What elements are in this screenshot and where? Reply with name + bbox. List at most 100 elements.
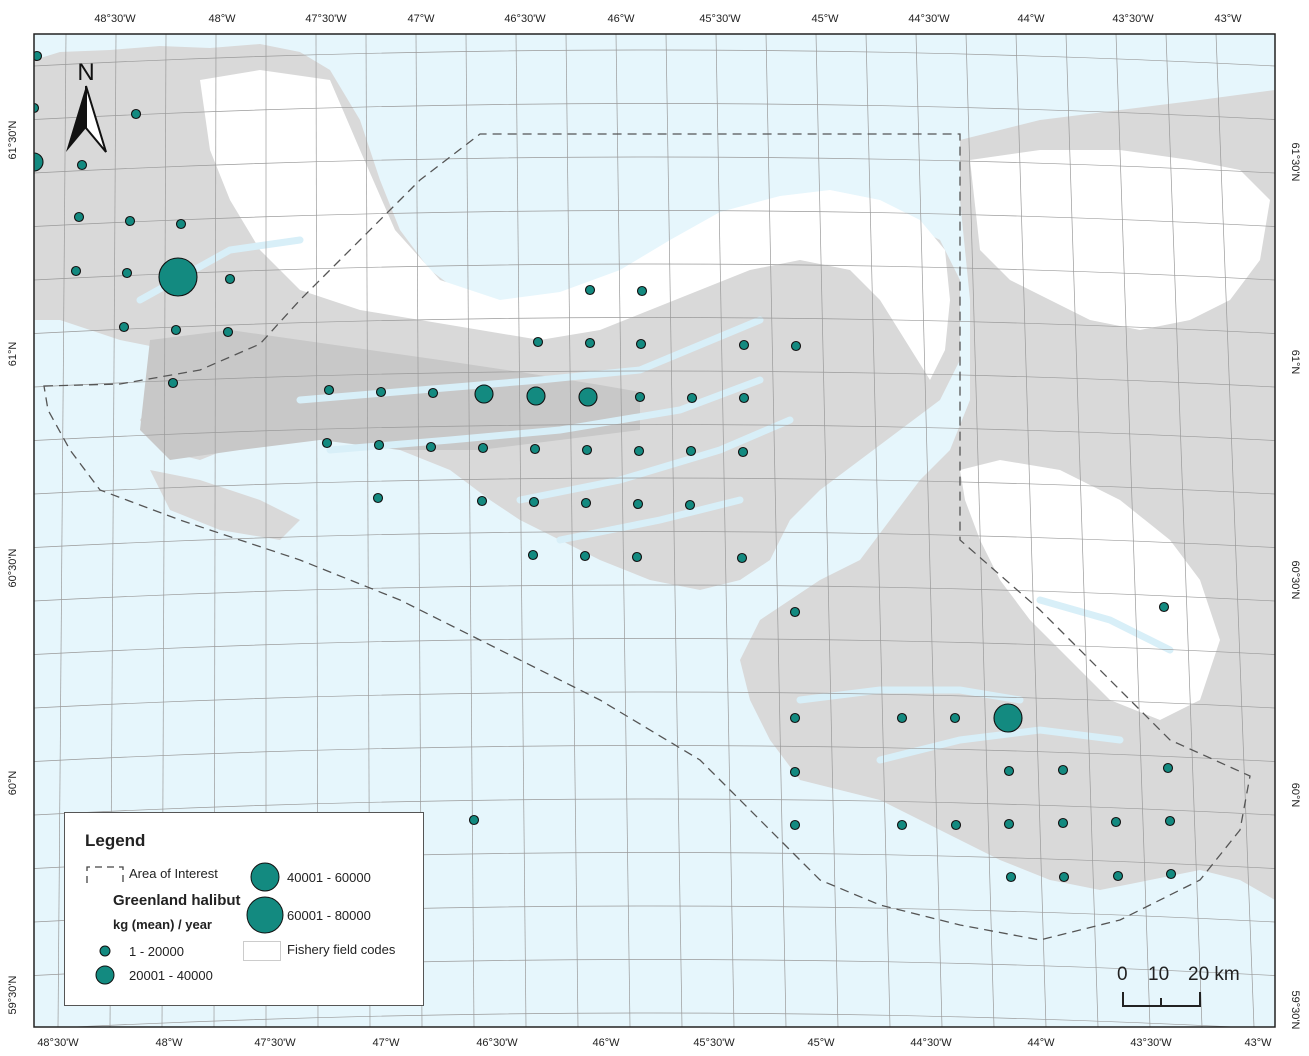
catch-marker[interactable] <box>321 437 333 449</box>
catch-marker[interactable] <box>1058 871 1070 883</box>
catch-marker[interactable] <box>170 324 182 336</box>
catch-marker[interactable] <box>1003 765 1015 777</box>
catch-marker[interactable] <box>1057 817 1069 829</box>
lon-label-top: 43°30'W <box>1112 13 1154 25</box>
catch-marker[interactable] <box>631 551 643 563</box>
catch-marker[interactable] <box>896 712 908 724</box>
catch-marker[interactable] <box>949 712 961 724</box>
lon-label-bottom: 48°W <box>155 1037 183 1049</box>
catch-marker[interactable] <box>584 337 596 349</box>
catch-marker[interactable] <box>1112 870 1124 882</box>
catch-marker[interactable] <box>1005 871 1017 883</box>
catch-marker[interactable] <box>584 284 596 296</box>
legend-class-1: 1 - 20000 <box>129 944 184 959</box>
catch-marker[interactable] <box>578 387 598 407</box>
catch-marker[interactable] <box>1158 601 1170 613</box>
catch-marker[interactable] <box>167 377 179 389</box>
legend-class-2: 20001 - 40000 <box>129 968 213 983</box>
catch-marker[interactable] <box>76 159 88 171</box>
catch-marker[interactable] <box>633 445 645 457</box>
catch-marker[interactable] <box>175 218 187 230</box>
area-of-interest <box>43 133 1251 941</box>
lon-label-bottom: 45°30'W <box>693 1037 735 1049</box>
catch-marker[interactable] <box>529 443 541 455</box>
catch-marker[interactable] <box>737 446 749 458</box>
catch-marker[interactable] <box>130 108 142 120</box>
catch-marker[interactable] <box>581 444 593 456</box>
catch-marker[interactable] <box>789 819 801 831</box>
catch-marker[interactable] <box>1165 868 1177 880</box>
catch-marker[interactable] <box>1162 762 1174 774</box>
catch-marker[interactable] <box>790 340 802 352</box>
catch-marker[interactable] <box>532 336 544 348</box>
catch-marker[interactable] <box>789 712 801 724</box>
catch-marker[interactable] <box>789 606 801 618</box>
catch-marker[interactable] <box>636 285 648 297</box>
legend-class-3: 40001 - 60000 <box>287 870 371 885</box>
legend: Legend Area of Interest Greenland halibu… <box>64 812 424 1006</box>
catch-marker[interactable] <box>993 703 1023 733</box>
catch-marker[interactable] <box>70 265 82 277</box>
catch-marker[interactable] <box>427 387 439 399</box>
catch-marker[interactable] <box>468 814 480 826</box>
lon-label-top: 48°W <box>208 13 236 25</box>
field-codes-symbol <box>243 941 281 961</box>
catch-marker[interactable] <box>738 392 750 404</box>
catch-marker[interactable] <box>684 499 696 511</box>
catch-marker[interactable] <box>372 492 384 504</box>
map-frame <box>33 33 1276 1028</box>
catch-marker[interactable] <box>425 441 437 453</box>
catch-marker[interactable] <box>224 273 236 285</box>
legend-field-codes-label: Fishery field codes <box>287 942 396 957</box>
lat-label-left: 59°30'N <box>7 975 19 1014</box>
catch-marker[interactable] <box>526 386 546 406</box>
catch-marker[interactable] <box>323 384 335 396</box>
catch-marker[interactable] <box>73 211 85 223</box>
catch-marker[interactable] <box>121 267 133 279</box>
legend-unit: kg (mean) / year <box>113 917 212 932</box>
catch-marker[interactable] <box>373 439 385 451</box>
catch-marker[interactable] <box>896 819 908 831</box>
lat-label-right: 60°30'N <box>1289 561 1301 600</box>
scale-label-10: 10 <box>1148 964 1170 985</box>
catch-marker[interactable] <box>33 50 43 62</box>
catch-marker[interactable] <box>632 498 644 510</box>
catch-marker[interactable] <box>476 495 488 507</box>
lon-label-bottom: 43°30'W <box>1130 1037 1172 1049</box>
catch-marker[interactable] <box>527 549 539 561</box>
aoi-symbol <box>86 866 124 883</box>
legend-aoi-label: Area of Interest <box>129 866 218 881</box>
catch-marker[interactable] <box>158 257 198 297</box>
lat-label-right: 59°30'N <box>1289 991 1301 1030</box>
catch-marker[interactable] <box>579 550 591 562</box>
lon-label-top: 44°30'W <box>908 13 950 25</box>
catch-marker[interactable] <box>1164 815 1176 827</box>
catch-marker[interactable] <box>685 445 697 457</box>
catch-marker[interactable] <box>474 384 494 404</box>
scale-label-0: 0 <box>1117 964 1128 985</box>
catch-marker[interactable] <box>375 386 387 398</box>
catch-marker[interactable] <box>118 321 130 333</box>
catch-marker[interactable] <box>950 819 962 831</box>
catch-marker[interactable] <box>25 152 44 172</box>
catch-marker[interactable] <box>634 391 646 403</box>
lon-label-top: 44°W <box>1017 13 1045 25</box>
catch-marker[interactable] <box>789 766 801 778</box>
catch-marker[interactable] <box>1057 764 1069 776</box>
catch-marker[interactable] <box>1110 816 1122 828</box>
catch-marker[interactable] <box>528 496 540 508</box>
lon-label-top: 45°30'W <box>699 13 741 25</box>
catch-marker[interactable] <box>124 215 136 227</box>
catch-marker[interactable] <box>738 339 750 351</box>
catch-marker[interactable] <box>30 102 40 114</box>
catch-marker[interactable] <box>1003 818 1015 830</box>
catch-marker[interactable] <box>635 338 647 350</box>
catch-marker[interactable] <box>736 552 748 564</box>
north-arrow-icon: N <box>66 59 107 153</box>
catch-marker[interactable] <box>580 497 592 509</box>
catch-marker[interactable] <box>222 326 234 338</box>
catch-marker[interactable] <box>686 392 698 404</box>
catch-marker[interactable] <box>477 442 489 454</box>
